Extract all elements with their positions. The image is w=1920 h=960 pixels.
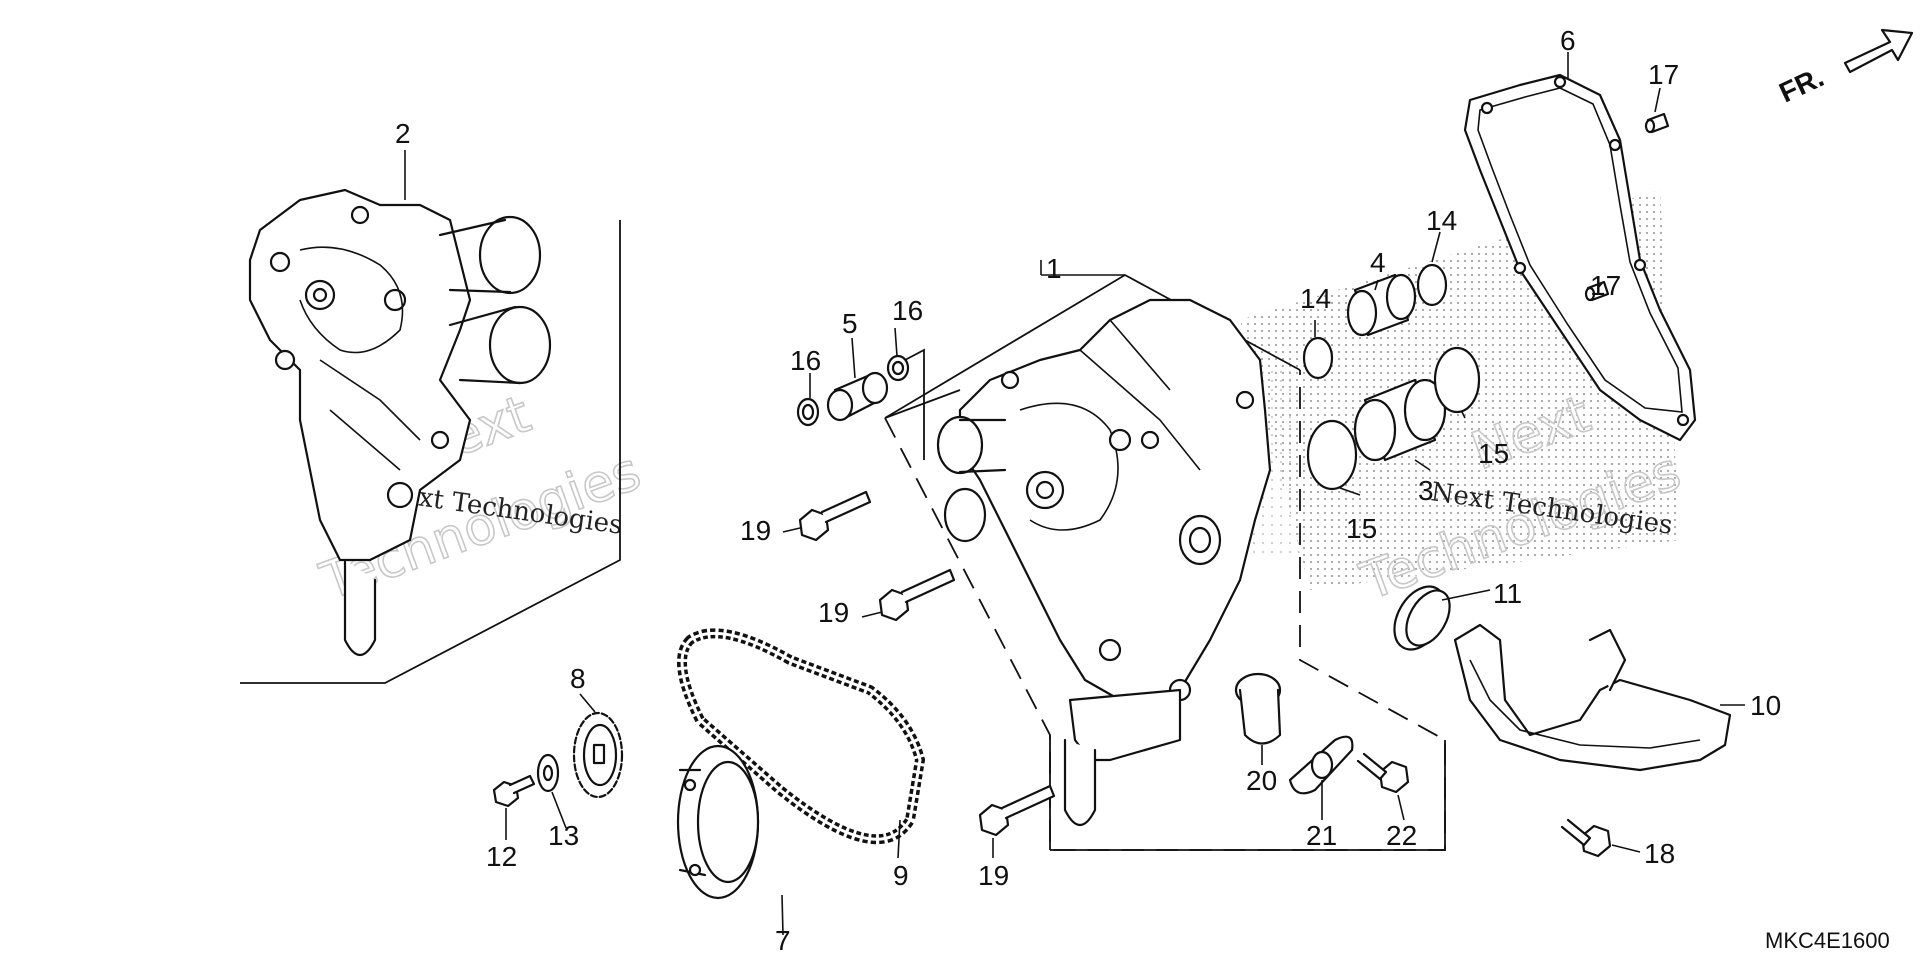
part-8-sprocket bbox=[572, 711, 624, 799]
callout-6: 6 bbox=[1560, 25, 1576, 56]
callout-14-left: 14 bbox=[1300, 283, 1331, 314]
callout-12: 12 bbox=[486, 841, 517, 872]
part-22-bolt bbox=[1356, 752, 1410, 794]
callout-18: 18 bbox=[1644, 838, 1675, 869]
part-1-water-pump-body bbox=[936, 298, 1272, 827]
part-4-bushing bbox=[1346, 273, 1417, 337]
callout-13: 13 bbox=[548, 820, 579, 851]
callout-9: 9 bbox=[893, 860, 909, 891]
callout-15-left: 15 bbox=[1346, 513, 1377, 544]
callout-10: 10 bbox=[1750, 690, 1781, 721]
part-7-cover-ring bbox=[676, 744, 760, 900]
callout-19-upper: 19 bbox=[740, 515, 771, 546]
arrow-icon bbox=[1843, 28, 1914, 74]
part-13-washer bbox=[536, 753, 560, 793]
part-21-gasket bbox=[1288, 735, 1354, 795]
part-15-o-ring-left bbox=[1306, 419, 1358, 491]
callout-5: 5 bbox=[842, 308, 858, 339]
callout-20: 20 bbox=[1246, 765, 1277, 796]
part-2-frame bbox=[240, 220, 621, 684]
callout-16-right: 16 bbox=[892, 295, 923, 326]
callout-14-right: 14 bbox=[1426, 205, 1457, 236]
leader-lines bbox=[404, 52, 1745, 936]
front-direction-arrow: FR. bbox=[1774, 28, 1914, 108]
callout-15-right: 15 bbox=[1478, 438, 1509, 469]
callout-19-middle: 19 bbox=[818, 597, 849, 628]
part-11-o-ring bbox=[1393, 585, 1451, 651]
callout-8: 8 bbox=[570, 663, 586, 694]
part-5-group bbox=[796, 348, 925, 460]
part-17-dowel-lower bbox=[1584, 280, 1610, 302]
part-3-bushing bbox=[1353, 378, 1447, 462]
bolt-19-middle bbox=[878, 568, 956, 622]
callout-labels: 2 1 6 17 17 14 4 14 15 15 3 11 10 18 20 … bbox=[395, 25, 1781, 956]
callout-16-left: 16 bbox=[790, 345, 821, 376]
callout-4: 4 bbox=[1370, 247, 1386, 278]
front-indicator-text: FR. bbox=[1774, 61, 1828, 108]
bolt-19-upper bbox=[798, 490, 872, 542]
bolt-19-lower bbox=[978, 784, 1056, 837]
part-6-gasket bbox=[1463, 73, 1697, 442]
callout-17-upper: 17 bbox=[1648, 59, 1679, 90]
callout-2: 2 bbox=[395, 118, 411, 149]
part-17-dowel-upper bbox=[1644, 112, 1670, 134]
part-20-elbow bbox=[1234, 672, 1282, 745]
part-15-o-ring-right bbox=[1433, 346, 1481, 414]
callout-7: 7 bbox=[775, 925, 791, 956]
diagram-code: MKC4E1600 bbox=[1765, 928, 1890, 953]
part-10-water-pipe bbox=[1453, 623, 1732, 772]
part-12-bolt bbox=[492, 774, 536, 808]
callout-11: 11 bbox=[1493, 578, 1522, 609]
callout-21: 21 bbox=[1306, 820, 1337, 851]
part-14-o-ring-left bbox=[1302, 336, 1334, 380]
callout-19-lower: 19 bbox=[978, 860, 1009, 891]
callout-17-lower: 17 bbox=[1590, 270, 1621, 301]
part-9-drive-chain bbox=[677, 628, 926, 845]
callout-3: 3 bbox=[1418, 475, 1434, 506]
part-14-o-ring-right bbox=[1416, 263, 1448, 307]
part-2-pump-assembly bbox=[248, 188, 552, 657]
part-18-bolt bbox=[1560, 818, 1612, 858]
callout-1: 1 bbox=[1046, 253, 1062, 284]
callout-22: 22 bbox=[1386, 820, 1417, 851]
